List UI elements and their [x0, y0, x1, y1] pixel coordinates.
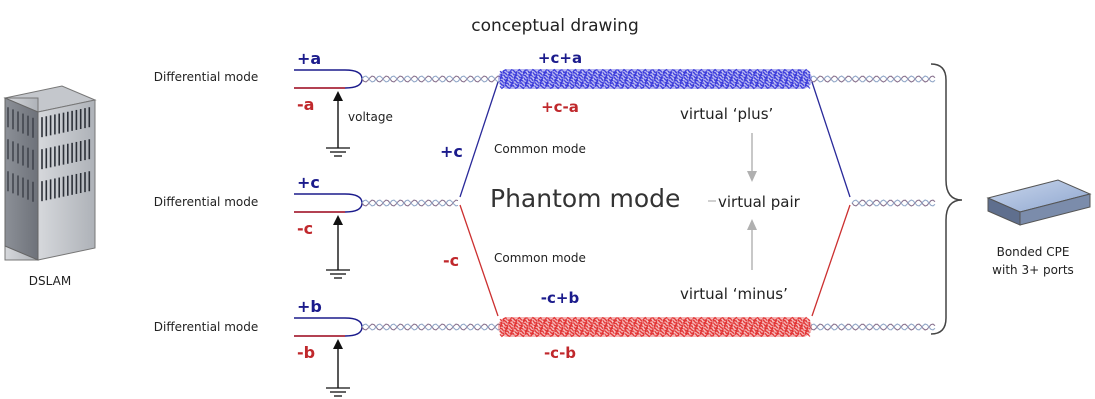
pair-a-plus-label: +a — [297, 49, 321, 68]
pair-c-source — [294, 193, 363, 213]
twisted-pair-wires — [361, 75, 936, 331]
cpe-modem-icon — [986, 179, 1092, 226]
right-brace — [930, 63, 963, 335]
pair-b-plus-label: +b — [297, 297, 322, 316]
bundle-top — [498, 68, 812, 90]
virtual-pair-label: virtual pair — [718, 193, 801, 211]
ground-icon — [326, 147, 350, 157]
bundle-bottom — [498, 316, 812, 338]
pair-c-plus-label: +c — [297, 173, 320, 192]
cpe-label-line1: Bonded CPE — [997, 245, 1070, 259]
pair-a-left-wire — [361, 75, 501, 83]
pair-c-mode-label: Differential mode — [154, 195, 258, 209]
pair-b-voltage-arrow — [333, 339, 343, 388]
virtual-minus-label: virtual ‘minus’ — [680, 285, 788, 303]
pair-b-minus-label: -b — [297, 343, 315, 362]
virtual-plus-arrow — [747, 133, 757, 182]
pair-c-voltage-arrow — [333, 215, 343, 270]
pair-c-left-wire — [361, 199, 459, 207]
pair-b-mode-label: Differential mode — [154, 320, 258, 334]
virtual-minus-arrow — [747, 219, 757, 270]
pair-a-minus-label: -a — [297, 95, 314, 114]
bundle-top-over-label: +c+a — [538, 49, 582, 67]
ground-icon — [326, 387, 350, 397]
common-mode-lower-label: Common mode — [494, 251, 586, 265]
pair-b-source — [294, 317, 363, 337]
pair-b-left-wire — [361, 323, 501, 331]
diagram-title: conceptual drawing — [471, 16, 639, 36]
pair-c-right-wire — [851, 199, 936, 207]
pair-a-voltage-arrow — [333, 91, 343, 148]
bundle-bottom-under-label: -c-b — [544, 344, 576, 362]
common-mode-plus-label: +c — [440, 142, 463, 161]
pair-c-minus-label: -c — [297, 219, 313, 238]
virtual-plus-label: virtual ‘plus’ — [680, 105, 773, 123]
bundle-bottom-over-label: -c+b — [541, 289, 580, 307]
cpe-label-line2: with 3+ ports — [992, 263, 1074, 277]
dslam-cabinet-icon — [3, 85, 97, 261]
common-mode-minus-label: -c — [443, 251, 459, 270]
bundle-top-under-label: +c-a — [541, 98, 579, 116]
ground-icon — [326, 269, 350, 279]
phantom-lines — [459, 81, 851, 317]
pair-a-mode-label: Differential mode — [154, 70, 258, 84]
common-mode-upper-label: Common mode — [494, 142, 586, 156]
pair-a-source — [294, 69, 363, 89]
phantom-mode-label: Phantom mode — [490, 184, 680, 213]
voltage-label: voltage — [348, 110, 393, 124]
pair-b-right-wire — [809, 323, 936, 331]
dslam-label: DSLAM — [29, 274, 71, 288]
pair-a-right-wire — [809, 75, 936, 83]
